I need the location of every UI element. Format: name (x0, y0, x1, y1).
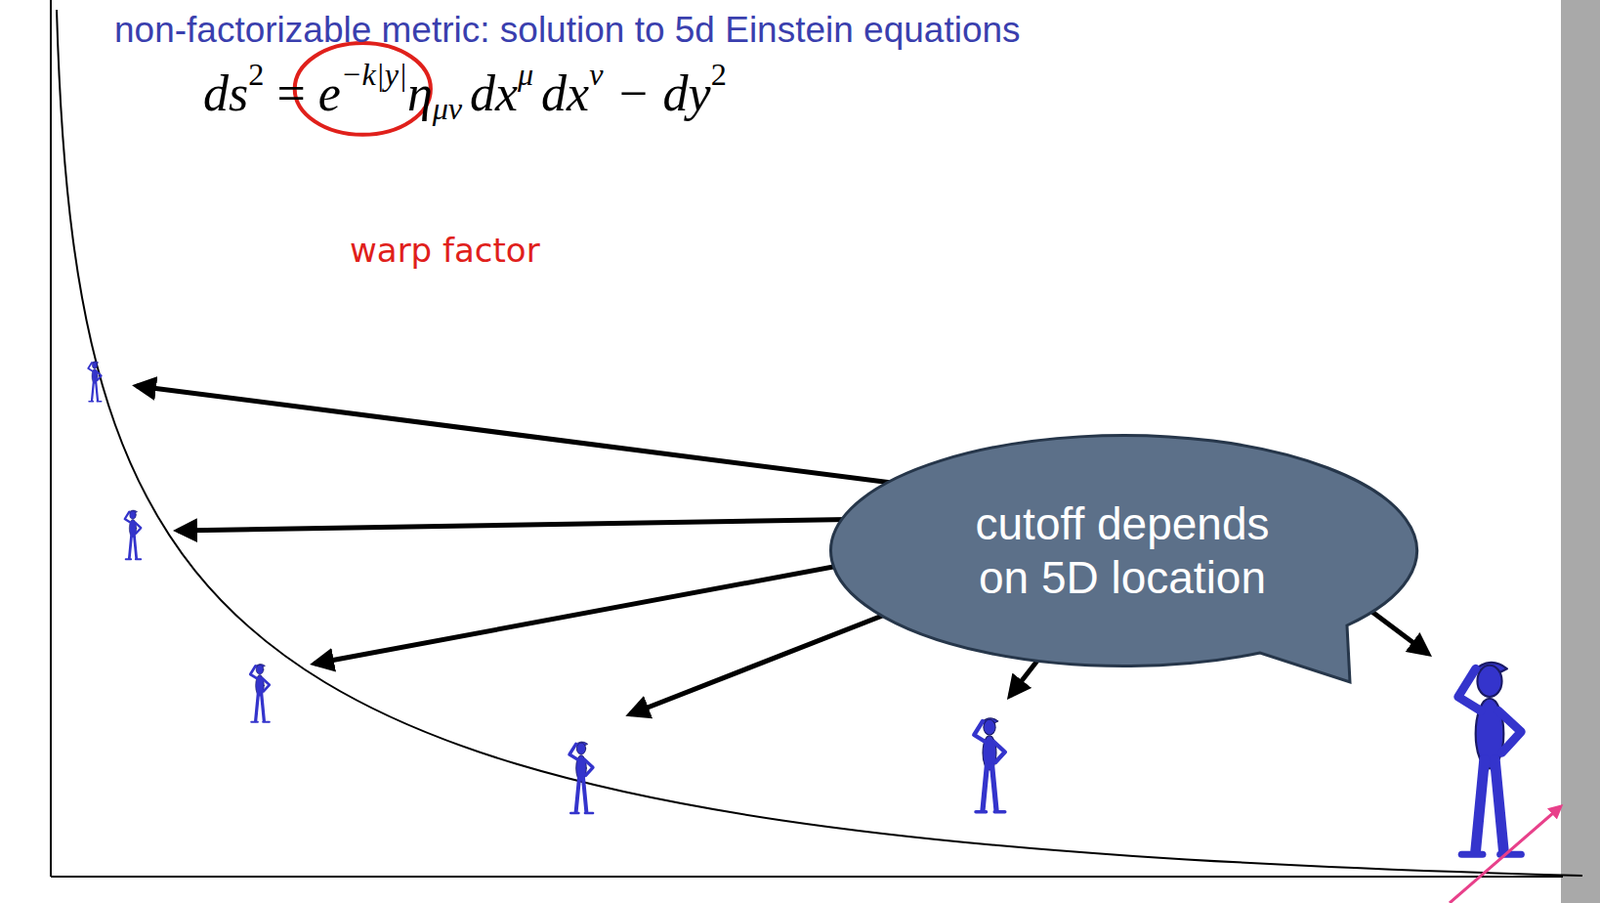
warp-label: warp factor (349, 230, 541, 270)
speech-bubble (831, 435, 1418, 682)
observer-figure (973, 717, 1006, 812)
observer-figure (87, 361, 102, 402)
equation-part: ν (589, 56, 603, 92)
equation-part: −k|y| (340, 56, 408, 92)
observer-figure (125, 509, 142, 559)
pointer-arrow (1449, 805, 1561, 903)
equation-part: μ (517, 56, 534, 92)
callout-bubble: cutoff depends on 5D location (829, 435, 1416, 667)
axis-line (50, 875, 1563, 878)
slide-title: non-factorizable metric: solution to 5d … (114, 9, 1021, 51)
equation-part: μν (432, 90, 464, 127)
equation-part: = (276, 65, 305, 122)
equation-part: dx (469, 65, 518, 122)
observer-figure (250, 663, 270, 721)
leader-arrows (136, 385, 1429, 715)
equation-part: − dy (615, 65, 711, 122)
callout-text: cutoff depends on 5D location (946, 497, 1299, 605)
equation-part: ds (203, 65, 249, 122)
equation-part: η (407, 65, 433, 122)
equation-part: 2 (248, 56, 264, 92)
warp-curve (56, 9, 1583, 876)
observer-figure (1458, 662, 1522, 854)
equation-part: 2 (711, 56, 727, 92)
side-bar (1560, 0, 1600, 903)
metric-equation: ds2=e−k|y|ημνdxμdxν− dy2 (203, 56, 727, 127)
observer-figure (569, 741, 593, 813)
equation-part: e (318, 65, 341, 122)
axis-line (49, 0, 52, 877)
observer-figures (87, 361, 1521, 855)
equation-part: dx (541, 65, 590, 122)
